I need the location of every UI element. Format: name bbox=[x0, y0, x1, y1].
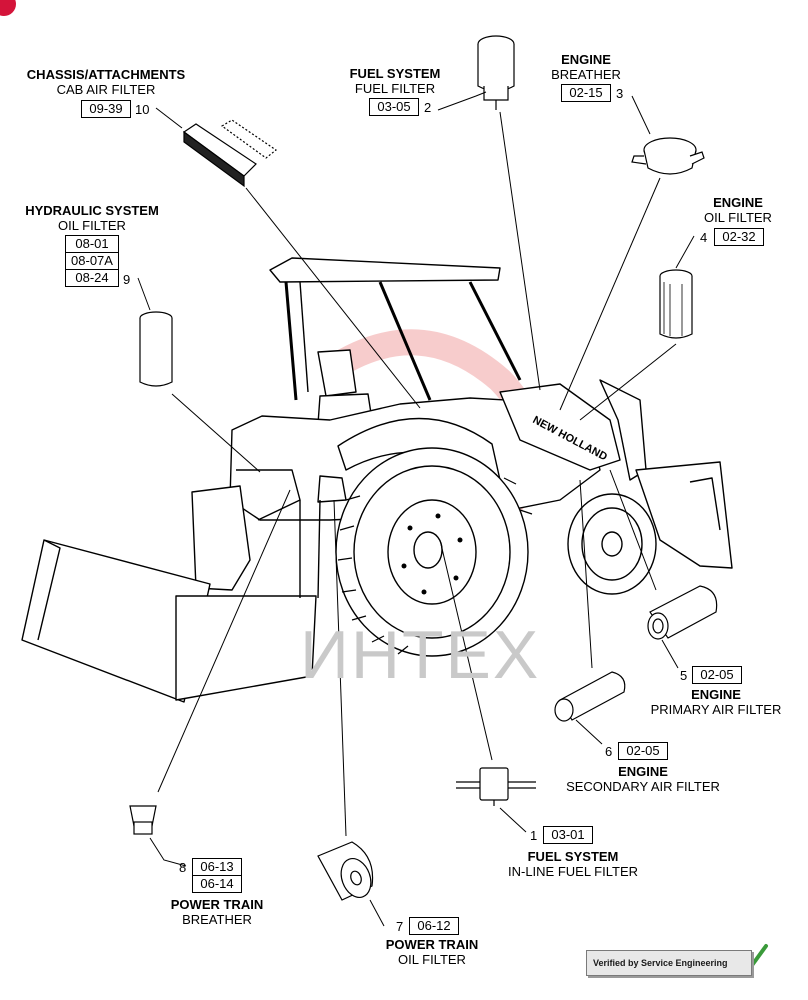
callout-8-ref-0[interactable]: 06-13 bbox=[192, 858, 242, 876]
callout-6-number: 6 bbox=[605, 744, 613, 759]
callout-4-ref-0[interactable]: 02-32 bbox=[714, 228, 764, 246]
callout-8-number: 8 bbox=[179, 860, 187, 875]
callout-7-number: 7 bbox=[396, 919, 404, 934]
callout-4-name: OIL FILTER bbox=[704, 210, 772, 225]
callout-5-ref-0[interactable]: 02-05 bbox=[692, 666, 742, 684]
callout-3-name: BREATHER bbox=[551, 67, 621, 82]
watermark-text: ИНТЕХ bbox=[300, 617, 541, 693]
tractor-loader-backhoe: NEW HOLLAND bbox=[21, 257, 733, 703]
engine-oil-filter-icon bbox=[659, 269, 693, 339]
callout-3-category: ENGINE bbox=[561, 52, 611, 67]
power-train-oil-filter-icon bbox=[317, 841, 374, 901]
callout-9-ref-1[interactable]: 08-07A bbox=[65, 252, 119, 270]
callout-10-ref-0[interactable]: 09-39 bbox=[81, 100, 131, 118]
callout-1-category: FUEL SYSTEM bbox=[527, 849, 619, 864]
callout-6-ref-0[interactable]: 02-05 bbox=[618, 742, 668, 760]
callout-5-name: PRIMARY AIR FILTER bbox=[650, 702, 782, 717]
callout-9-ref-0[interactable]: 08-01 bbox=[65, 235, 119, 253]
corner-marker bbox=[0, 0, 16, 16]
callout-2-number: 2 bbox=[424, 100, 432, 115]
callout-9-number: 9 bbox=[123, 272, 131, 287]
callout-10-number: 10 bbox=[135, 102, 150, 117]
callout-7-ref-0[interactable]: 06-12 bbox=[409, 917, 459, 935]
callout-3-ref-0[interactable]: 02-15 bbox=[561, 84, 611, 102]
callout-9-ref-2[interactable]: 08-24 bbox=[65, 269, 119, 287]
callout-7-category: POWER TRAIN bbox=[385, 937, 479, 952]
leader-lines bbox=[137, 91, 695, 927]
secondary-air-filter-icon bbox=[554, 671, 626, 722]
callout-10-category: CHASSIS/ATTACHMENTS bbox=[26, 67, 186, 82]
power-train-breather-icon bbox=[129, 805, 157, 835]
engine-breather-icon bbox=[631, 137, 705, 175]
primary-air-filter-icon bbox=[647, 585, 718, 640]
callout-3-number: 3 bbox=[616, 86, 624, 101]
inline-fuel-filter-icon bbox=[456, 767, 536, 806]
callout-8-category: POWER TRAIN bbox=[170, 897, 264, 912]
callout-6-category: ENGINE bbox=[618, 764, 668, 779]
callout-5-category: ENGINE bbox=[691, 687, 741, 702]
callout-8-name: BREATHER bbox=[182, 912, 252, 927]
callout-9-name: OIL FILTER bbox=[58, 218, 126, 233]
callout-7-name: OIL FILTER bbox=[398, 952, 466, 967]
callout-1-ref-0[interactable]: 03-01 bbox=[543, 826, 593, 844]
fuel-filter-icon bbox=[477, 35, 515, 110]
callout-4-category: ENGINE bbox=[713, 195, 763, 210]
callout-10-name: CAB AIR FILTER bbox=[56, 82, 156, 97]
callout-4-number: 4 bbox=[700, 230, 708, 245]
callout-5-number: 5 bbox=[680, 668, 688, 683]
callout-2-category: FUEL SYSTEM bbox=[349, 66, 441, 81]
hydraulic-oil-filter-icon bbox=[139, 311, 173, 387]
callout-8-ref-1[interactable]: 06-14 bbox=[192, 875, 242, 893]
cab-air-filter-icon bbox=[182, 119, 278, 188]
callout-2-ref-0[interactable]: 03-05 bbox=[369, 98, 419, 116]
callout-9-category: HYDRAULIC SYSTEM bbox=[25, 203, 159, 218]
callout-1-name: IN-LINE FUEL FILTER bbox=[507, 864, 639, 879]
verification-badge: Verified by Service Engineering bbox=[586, 950, 752, 976]
callout-2-name: FUEL FILTER bbox=[354, 81, 436, 96]
callout-6-name: SECONDARY AIR FILTER bbox=[566, 779, 720, 794]
callout-1-number: 1 bbox=[530, 828, 538, 843]
